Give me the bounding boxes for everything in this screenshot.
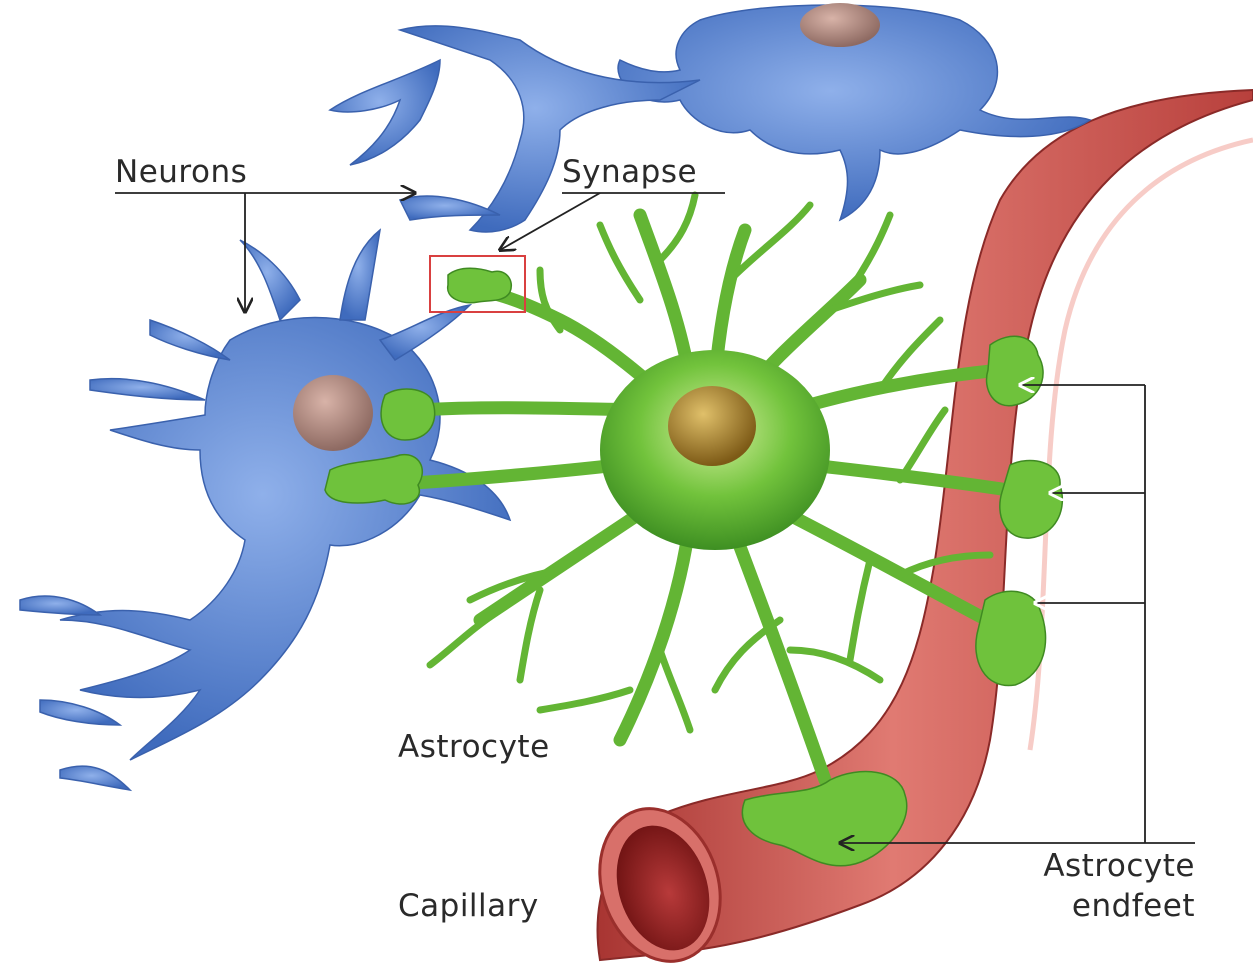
endfoot-1: [987, 336, 1044, 405]
label-neurons: Neurons: [115, 154, 247, 190]
neuron-left-nucleus: [293, 375, 373, 451]
endfoot-neuron-1: [381, 389, 435, 440]
label-astrocyte-endfeet-line2: endfeet: [1072, 888, 1195, 924]
neuron-left: [20, 230, 510, 790]
neuron-top-nucleus: [800, 3, 880, 47]
astrocyte-nucleus: [668, 386, 756, 466]
endfoot-synapse: [448, 268, 512, 302]
endfoot-3: [976, 591, 1046, 685]
label-capillary: Capillary: [398, 888, 539, 924]
label-astrocyte: Astrocyte: [398, 729, 550, 765]
label-synapse: Synapse: [562, 154, 697, 190]
endfoot-2: [1000, 461, 1063, 539]
label-astrocyte-endfeet-line1: Astrocyte: [1043, 848, 1195, 884]
neuron-top: [330, 5, 1090, 232]
